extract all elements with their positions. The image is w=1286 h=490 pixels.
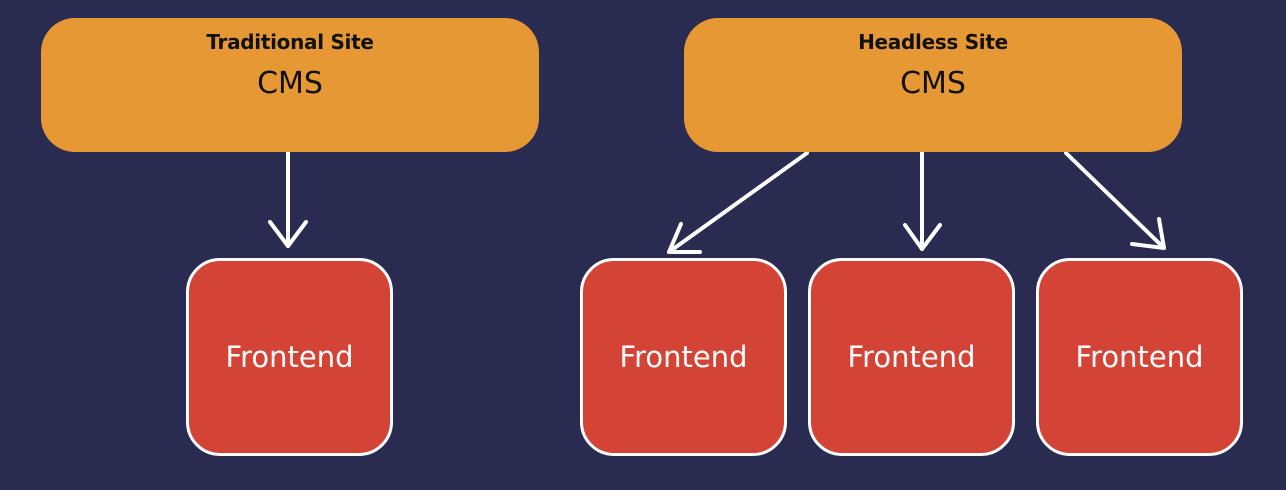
frontend-label: Frontend	[1075, 340, 1204, 374]
headless-cms-box: Headless Site CMS	[684, 18, 1182, 152]
traditional-cms-label: CMS	[257, 66, 323, 101]
headless-frontend-box-3: Frontend	[1036, 258, 1243, 456]
headless-frontend-box-1: Frontend	[580, 258, 787, 456]
arrow-traditional-to-frontend	[268, 150, 308, 248]
arrow-headless-to-frontend-right	[1064, 151, 1166, 250]
frontend-label: Frontend	[619, 340, 748, 374]
headless-frontend-box-2: Frontend	[808, 258, 1015, 456]
traditional-site-label: Traditional Site	[206, 30, 374, 54]
traditional-cms-box: Traditional Site CMS	[41, 18, 539, 152]
arrow-headless-to-frontend-middle	[903, 150, 942, 251]
frontend-label: Frontend	[225, 340, 354, 374]
headless-cms-label: CMS	[900, 66, 966, 101]
headless-site-label: Headless Site	[858, 30, 1008, 54]
frontend-label: Frontend	[847, 340, 976, 374]
traditional-frontend-box: Frontend	[186, 258, 393, 456]
arrow-headless-to-frontend-left	[667, 151, 809, 254]
